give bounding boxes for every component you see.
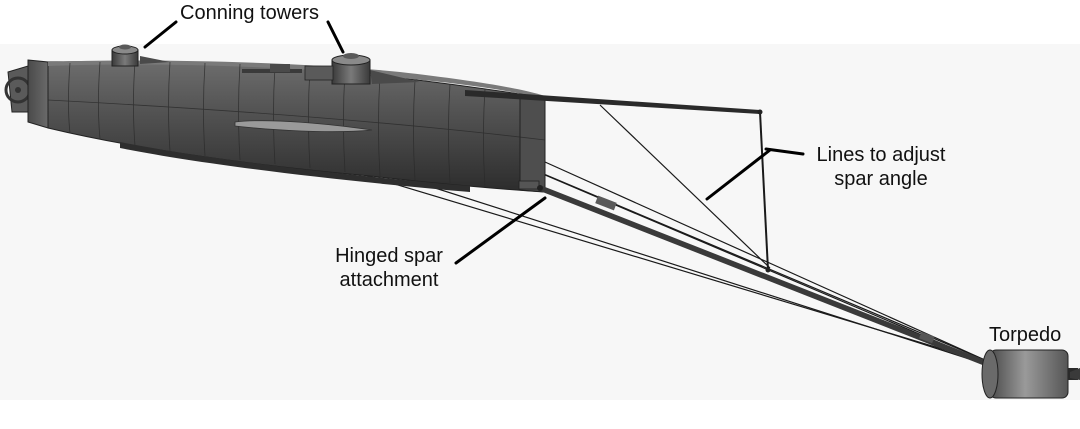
conning-tower-forward <box>304 53 371 85</box>
leader-lines <box>143 20 805 265</box>
label-hinged-spar-line1: Hinged spar <box>335 245 443 267</box>
leader-conning-aft <box>143 20 178 49</box>
label-hinged-spar-line2: attachment <box>339 269 439 291</box>
label-lines-to-adjust: Lines to adjust spar angle <box>806 143 956 191</box>
upper-spar <box>465 90 771 273</box>
leader-conning-forward <box>326 20 345 54</box>
label-torpedo: Torpedo <box>989 323 1061 347</box>
label-hinged-spar: Hinged spar attachment <box>325 244 453 292</box>
label-lines-to-adjust-line1: Lines to adjust <box>816 144 946 166</box>
leader-lines-adjust-upper <box>764 147 805 156</box>
torpedo <box>981 349 1080 399</box>
label-torpedo-text: Torpedo <box>989 324 1062 346</box>
main-spar <box>540 185 985 366</box>
leader-hinged-spar <box>454 196 547 265</box>
hinge-fitting <box>518 180 543 191</box>
label-lines-to-adjust-line2: spar angle <box>834 168 928 190</box>
leader-lines-adjust-lower <box>705 148 772 201</box>
submarine-hull <box>4 56 546 193</box>
label-conning-towers: Conning towers <box>180 1 319 25</box>
conning-tower-aft <box>111 44 139 67</box>
label-conning-towers-text: Conning towers <box>180 2 319 24</box>
rigging-lines <box>364 104 986 365</box>
